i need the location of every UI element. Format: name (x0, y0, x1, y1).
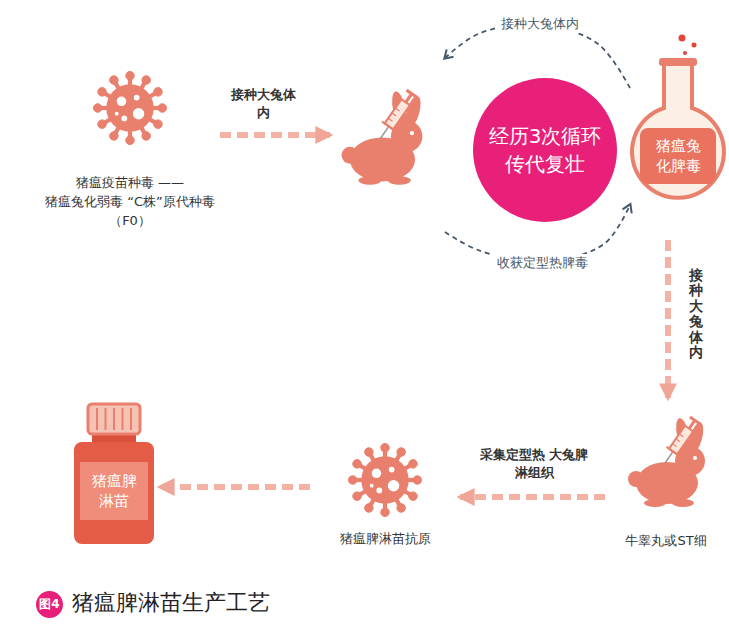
node-text: 猪瘟脾淋苗 (91, 472, 138, 511)
bottle-node: 猪瘟脾淋苗 (68, 402, 160, 547)
flow-arrow (220, 132, 330, 138)
edge-label: 接种大兔体内 (689, 268, 703, 360)
edge-label: 收获定型热脾毒 (492, 254, 592, 272)
virus-node: 猪瘟脾淋苗抗原 (310, 438, 460, 552)
figure-badge: 图4 (36, 591, 63, 618)
node-text: 猪瘟脾淋苗抗原 (310, 530, 460, 548)
rabbit-node: 牛睾丸或ST细 (605, 398, 727, 554)
virus-node: 猪瘟疫苗种毒 ——猪瘟兔化弱毒 “C株”原代种毒（F0） (40, 62, 220, 247)
cycle-arc (445, 24, 630, 88)
edge-label: 采集定型热 大兔脾淋组织 (478, 446, 590, 481)
node-text: 猪瘟兔化脾毒 (655, 137, 702, 176)
flow-arrow (460, 494, 605, 500)
figure-title: 猪瘟脾淋苗生产工艺 (72, 588, 270, 618)
cycle-circle: 经历3次循环 传代复壮 (330, 58, 618, 232)
flow-arrow (160, 484, 310, 490)
flask-icon (630, 30, 726, 240)
edge-label: 接种大兔体内 (228, 86, 298, 121)
edge-label: 接种大兔体内 (495, 15, 585, 33)
node-text: 经历3次循环 传代复壮 (480, 122, 610, 178)
rabbit-icon (605, 398, 727, 554)
flask-node: 猪瘟兔化脾毒 (630, 30, 726, 240)
flow-arrow (665, 240, 671, 398)
node-text: 猪瘟疫苗种毒 ——猪瘟兔化弱毒 “C株”原代种毒（F0） (40, 174, 220, 231)
node-text: 牛睾丸或ST细 (605, 532, 727, 550)
